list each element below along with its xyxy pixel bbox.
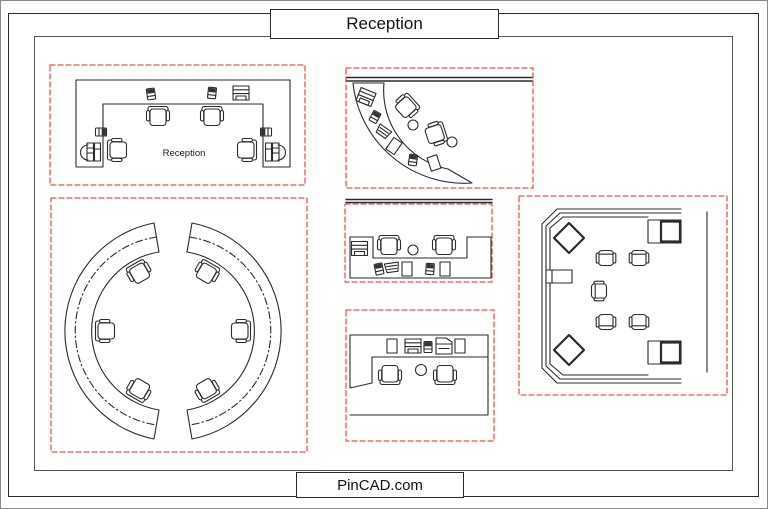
- octagonal-lounge-reception-drawing: [541, 208, 708, 384]
- l-shaped-reception-counter-drawing: [349, 334, 489, 416]
- brand-text: PinCAD.com: [337, 476, 423, 494]
- sheet-title-box: Reception: [270, 9, 499, 39]
- selection-box-1: [49, 64, 306, 186]
- reception-label: Reception: [163, 148, 206, 159]
- selection-box-2: [345, 67, 534, 189]
- selection-box-3: [50, 197, 308, 453]
- circular-split-reception-desk-drawing: [64, 222, 282, 440]
- selection-box-4: [344, 203, 493, 283]
- straight-reception-counter-drawing: [345, 198, 493, 279]
- curved-reception-desk-drawing: [346, 76, 533, 184]
- brand-box: PinCAD.com: [296, 472, 464, 498]
- selection-box-6: [518, 195, 728, 396]
- sheet-title: Reception: [346, 14, 423, 33]
- selection-box-5: [345, 309, 495, 442]
- u-shaped-reception-desk-drawing: Reception: [75, 79, 291, 168]
